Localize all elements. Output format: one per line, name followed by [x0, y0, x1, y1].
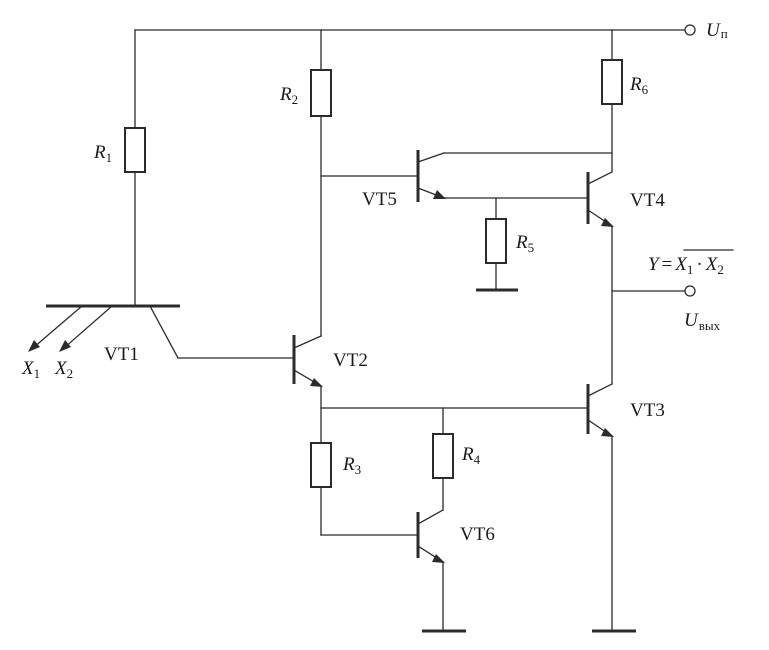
resistor-r2-label: R2: [279, 84, 298, 107]
output-terminal[interactable]: [684, 285, 696, 297]
transistor-vt1-label: VT1: [104, 344, 139, 365]
transistor-vt5-label: VT5: [362, 189, 397, 210]
transistor-vt3-label: VT3: [630, 400, 665, 421]
resistor-r4-label: R4: [461, 444, 481, 467]
vt5-collector: [417, 152, 445, 163]
transistor-vt6-label: VT6: [460, 524, 495, 545]
vt3-emitter-arrow: [601, 428, 614, 437]
resistor-r1-label: R1: [93, 142, 112, 165]
supply-label: Uп: [706, 20, 728, 41]
vt4-collector: [587, 171, 613, 185]
resistor-r5: [485, 218, 507, 264]
resistor-r1: [124, 127, 146, 173]
resistor-r3: [310, 442, 332, 488]
output-function-label: Y=X1·X2: [648, 254, 724, 277]
vt1-emitter-1: [32, 305, 83, 349]
vt1-emitter-2-arrow: [59, 340, 71, 352]
resistor-r6: [601, 59, 623, 105]
vt3-collector: [587, 383, 613, 397]
resistor-r6-label: R6: [629, 74, 649, 97]
vt6-emitter-arrow: [432, 554, 445, 563]
resistor-r4: [432, 433, 454, 479]
vt6-collector: [417, 509, 444, 525]
vt5-emitter-arrow: [433, 190, 446, 199]
vt2-emitter-arrow: [310, 378, 323, 387]
vt4-emitter-arrow: [601, 218, 614, 227]
input-x1-label: X1: [21, 358, 40, 381]
supply-terminal[interactable]: [684, 24, 696, 36]
transistor-vt2-label: VT2: [333, 350, 368, 371]
input-x2-label: X2: [54, 358, 73, 381]
vt1-emitter-1-arrow: [28, 340, 40, 352]
vt1-emitter-2: [63, 305, 113, 349]
resistor-r3-label: R3: [342, 454, 361, 477]
vt2-collector: [293, 335, 322, 349]
resistor-r5-label: R5: [515, 232, 534, 255]
resistor-r2: [310, 69, 332, 117]
transistor-vt4-label: VT4: [630, 190, 665, 211]
vt1-collector: [149, 305, 179, 359]
output-voltage-label: Uвых: [684, 310, 721, 333]
